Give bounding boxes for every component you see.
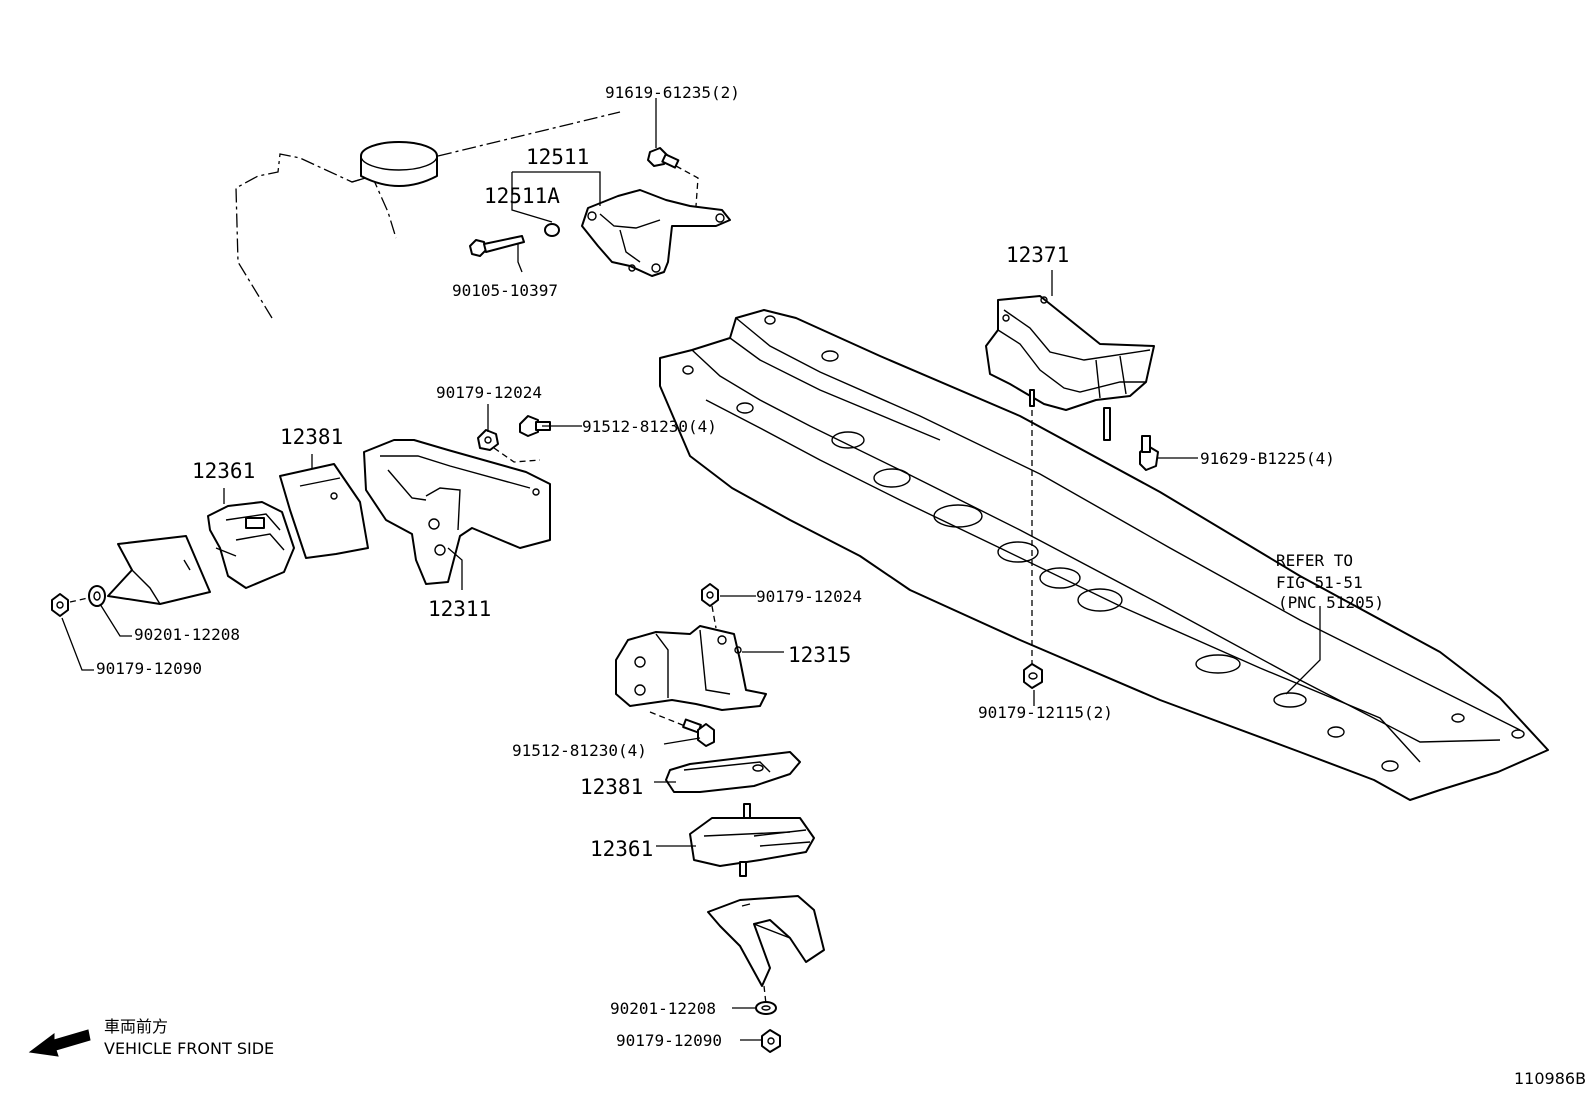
fastener-line-left <box>69 597 89 603</box>
nut-90179-12115 <box>1023 663 1043 689</box>
nut-90179-12024-mid <box>701 583 719 607</box>
label-90179-12090-bottom: 90179-12090 <box>616 1031 722 1050</box>
figure-id: 110986B <box>1514 1069 1586 1088</box>
label-12311: 12311 <box>428 597 491 621</box>
label-91512-81230-mid: 91512-81230(4) <box>512 741 647 760</box>
mount-bracket-12315 <box>615 625 767 711</box>
bolt-91629-b1225 <box>1139 435 1159 471</box>
spacer-12511a <box>544 223 560 237</box>
label-12315: 12315 <box>788 643 851 667</box>
bolt-91619-61235 <box>647 147 699 207</box>
insulator-pad-12381-mid <box>665 751 801 793</box>
label-91512-81230-top: 91512-81230(4) <box>582 417 717 436</box>
fastener-line-mid <box>711 605 717 629</box>
insulator-pad-12381-left <box>279 463 369 559</box>
vehicle-front-indicator: 車両前方 VEHICLE FRONT SIDE <box>28 1017 274 1058</box>
bolt-90105-10397 <box>469 235 525 257</box>
insulator-12361-left <box>207 501 295 589</box>
label-90179-12115: 90179-12115(2) <box>978 703 1113 722</box>
label-12511a: 12511A <box>484 184 560 208</box>
label-90179-12024-mid: 90179-12024 <box>756 587 862 606</box>
label-90105-10397: 90105-10397 <box>452 281 558 300</box>
arrow-left-icon <box>28 1029 91 1057</box>
label-12511: 12511 <box>526 145 589 169</box>
frame-crossmember <box>659 309 1549 801</box>
label-90179-12024-top: 90179-12024 <box>436 383 542 402</box>
heat-insulator-left <box>107 535 211 605</box>
vehicle-front-label-jp: 車両前方 <box>104 1017 168 1036</box>
washer-90201-12208-left <box>88 585 106 607</box>
nut-90179-12090-bottom <box>761 1029 781 1053</box>
label-90201-12208-bottom: 90201-12208 <box>610 999 716 1018</box>
nut-90179-12024-top <box>477 429 499 451</box>
insulator-12361-mid <box>689 803 815 877</box>
label-91629-b1225: 91629-B1225(4) <box>1200 449 1335 468</box>
label-12361-mid: 12361 <box>590 837 653 861</box>
label-90179-12090-left: 90179-12090 <box>96 659 202 678</box>
label-12371: 12371 <box>1006 243 1069 267</box>
label-12361-left: 12361 <box>192 459 255 483</box>
label-12381-left: 12381 <box>280 425 343 449</box>
bolt-91512-81230-mid <box>682 718 715 747</box>
label-91619-61235: 91619-61235(2) <box>605 83 740 102</box>
engine-block-outline <box>235 111 621 319</box>
leader-lines <box>61 98 1321 1041</box>
mount-bracket-12311 <box>363 439 551 585</box>
label-refer-line3: (PNC 51205) <box>1278 593 1384 612</box>
label-90201-12208-left: 90201-12208 <box>134 625 240 644</box>
vehicle-front-label-en: VEHICLE FRONT SIDE <box>104 1039 274 1058</box>
transmission-mount-12371 <box>985 295 1155 441</box>
fastener-line-bottom <box>763 985 767 1005</box>
nut-90179-12090-left <box>51 593 69 617</box>
label-12381-mid: 12381 <box>580 775 643 799</box>
label-refer-line1: REFER TO <box>1276 551 1353 570</box>
washer-90201-12208-bottom <box>755 1001 777 1015</box>
heat-insulator-bottom <box>707 895 825 987</box>
engine-bracket-12511 <box>581 189 731 277</box>
label-refer-line2: FIG 51-51 <box>1276 573 1363 592</box>
